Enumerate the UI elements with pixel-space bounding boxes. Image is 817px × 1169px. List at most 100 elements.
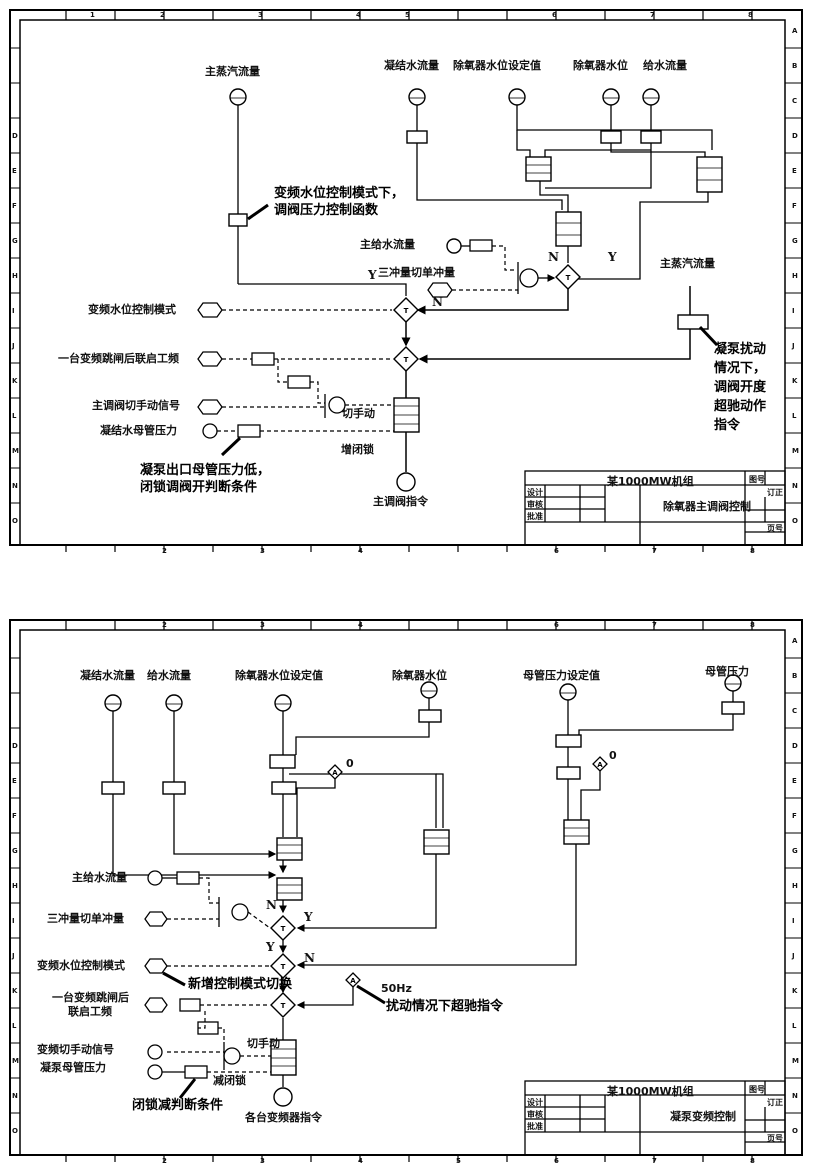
col-tick: 5: [456, 1157, 461, 1165]
row-tick: E: [792, 167, 797, 175]
col-tick: 6: [554, 1157, 559, 1165]
const-a-d: [592, 756, 608, 772]
row-tick: F: [12, 202, 17, 210]
col-tick: 2: [162, 621, 167, 629]
input-condensate-flow: [408, 88, 426, 106]
diagram2-lines: TTT AAA: [9, 619, 803, 1162]
row-tick: I: [12, 917, 15, 925]
label-output: 各台变频器指令: [245, 1111, 322, 1124]
label-condensate-flow: 凝结水流量: [384, 59, 439, 72]
row-tick: H: [12, 882, 18, 890]
block-delta: [269, 754, 296, 769]
pid-block-1: [525, 156, 552, 182]
row-tick: D: [12, 742, 18, 750]
label-n: N: [432, 295, 443, 309]
const-a-0: [327, 764, 343, 780]
block-fx: [418, 709, 442, 723]
block-fx-4: [640, 130, 662, 144]
row-tick: O: [792, 517, 798, 525]
pid-block-3: [555, 211, 582, 247]
row-tick: D: [12, 132, 18, 140]
row-tick: B: [792, 62, 798, 70]
label-50hz: 50Hz: [381, 982, 412, 995]
row-tick: O: [12, 1127, 18, 1135]
titleblock-unit: 某1000MW机组: [607, 475, 694, 488]
row-tick: N: [792, 1092, 798, 1100]
titleblock-sheet: 图号: [749, 475, 765, 484]
label-switch-manual: 切手动: [342, 407, 375, 420]
row-tick: K: [792, 987, 798, 995]
label-switch-manual: 切手动: [247, 1037, 280, 1050]
label-vfd-mode: 变频水位控制模式: [37, 959, 125, 972]
col-tick: 8: [750, 547, 755, 555]
title-block-2: [524, 1080, 786, 1156]
label-main-feed-flow: 主给水流量: [360, 238, 415, 251]
row-tick: K: [12, 987, 18, 995]
svg-text:T: T: [404, 356, 409, 364]
row-tick: M: [792, 1057, 799, 1065]
label-header-pressure: 母管压力: [705, 665, 749, 678]
annotation-override: 扰动情况下超驰指令: [386, 999, 504, 1014]
label-y: Y: [304, 910, 313, 924]
col-tick: 4: [358, 547, 363, 555]
row-tick: E: [12, 167, 17, 175]
label-start-power-freq: 联启工频: [68, 1005, 112, 1018]
row-tick: M: [792, 447, 799, 455]
label-header-pressure-sp: 母管压力设定值: [523, 669, 600, 682]
label-deaerator-level: 除氧器水位: [573, 59, 628, 72]
label-feedwater-flow: 给水流量: [643, 59, 687, 72]
label-main-steam-flow: 主蒸汽流量: [205, 65, 260, 78]
row-tick: F: [792, 202, 797, 210]
col-tick: 3: [258, 11, 263, 19]
input-header-pressure-sp: [559, 683, 577, 701]
row-tick: F: [792, 812, 797, 820]
am-station-2: [270, 1039, 297, 1076]
annotation-override: 凝泵扰动 情况下， 调阀开度 超驰动作 指令: [714, 342, 767, 433]
titleblock-rev: 订正: [767, 488, 783, 497]
block-fx: [101, 781, 125, 795]
col-tick: 1: [90, 11, 95, 19]
label-valve-manual: 主调阀切手动信号: [92, 399, 180, 412]
row-tick: F: [12, 812, 17, 820]
pid-block: [423, 829, 450, 855]
titleblock-no: 页号: [767, 524, 783, 533]
label-vfd-trip: 一台变频跳闸后: [52, 991, 129, 1004]
annotation-mode-switch: 新增控制模式切换: [188, 977, 293, 992]
row-tick: D: [792, 742, 798, 750]
row-tick: L: [12, 1022, 17, 1030]
block-fx: [721, 701, 745, 715]
switch-t: [270, 992, 296, 1018]
output-vfd-command: [273, 1087, 293, 1107]
col-tick: 8: [750, 621, 755, 629]
row-tick: G: [12, 237, 18, 245]
row-tick: M: [12, 1057, 19, 1065]
input-condensate-flow: [104, 694, 122, 712]
label-three-to-single: 三冲量切单冲量: [47, 912, 124, 925]
label-condensate-flow: 凝结水流量: [80, 669, 135, 682]
col-tick: 2: [160, 11, 165, 19]
svg-text:T: T: [281, 925, 286, 933]
block-delta: [555, 734, 582, 748]
row-tick: K: [792, 377, 798, 385]
label-feedwater-flow: 给水流量: [147, 669, 191, 682]
frame-outer: [9, 619, 803, 1156]
col-tick: 2: [162, 1157, 167, 1165]
row-tick: H: [792, 272, 798, 280]
row-tick: L: [792, 1022, 797, 1030]
label-output: 主调阀指令: [373, 495, 428, 508]
block-fx: [162, 781, 186, 795]
row-tick: G: [792, 847, 798, 855]
col-tick: 6: [554, 621, 559, 629]
col-tick: 6: [552, 11, 557, 19]
row-tick: I: [12, 307, 15, 315]
label-condensate-pressure: 凝结水母管压力: [100, 424, 177, 437]
label-vfd-mode: 变频水位控制模式: [88, 303, 176, 316]
input-deaerator-level-sp: [508, 88, 526, 106]
row-tick: I: [792, 917, 795, 925]
input-feedwater-flow: [165, 694, 183, 712]
svg-text:A: A: [350, 977, 356, 985]
row-tick: H: [12, 272, 18, 280]
titleblock-rev: 订正: [767, 1098, 783, 1107]
row-tick: N: [12, 1092, 18, 1100]
switch-t: [270, 953, 296, 979]
